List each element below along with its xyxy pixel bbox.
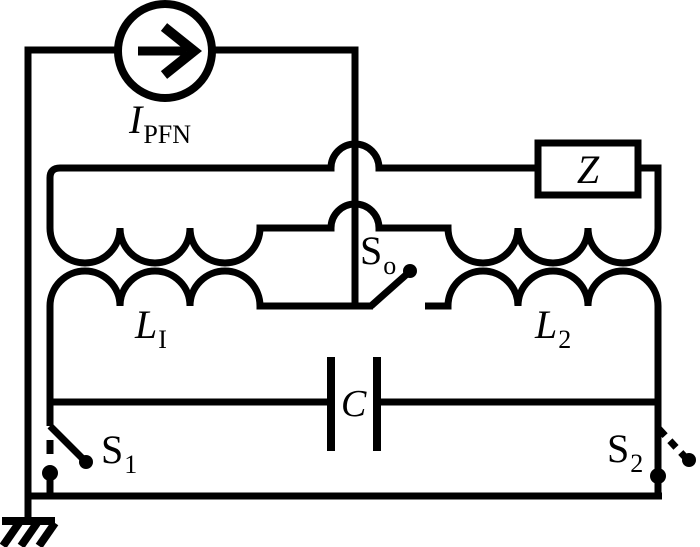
capacitor bbox=[50, 357, 658, 451]
switch-s2-label: S2 bbox=[607, 426, 643, 477]
switch-s2-label-symbol: S bbox=[607, 426, 630, 471]
switch-s1 bbox=[42, 402, 93, 496]
inductor-l2-label-subscript: 2 bbox=[558, 325, 572, 354]
impedance-box bbox=[534, 139, 642, 199]
switch-so-label-subscript: o bbox=[383, 251, 397, 280]
switch-s2-label-subscript: 2 bbox=[630, 449, 644, 478]
wire-to-impedance bbox=[46, 140, 538, 228]
source-label-subscript: PFN bbox=[143, 120, 192, 149]
switch-s1-label-subscript: 1 bbox=[124, 450, 138, 479]
ground-hatch-2 bbox=[17, 520, 41, 547]
source-label: IPFN bbox=[129, 97, 191, 148]
switch-s2 bbox=[650, 426, 696, 484]
switch-so-blade bbox=[368, 271, 410, 309]
inductor-l2-primary-winding bbox=[425, 267, 662, 496]
switch-so-contact-dot bbox=[403, 264, 417, 278]
capacitor-label-symbol: C bbox=[341, 383, 367, 425]
switch-s2-terminal-dot bbox=[650, 468, 666, 484]
inductor-l1-label-symbol: L bbox=[135, 302, 158, 347]
capacitor-label: C bbox=[341, 385, 366, 423]
current-arrow-head-icon bbox=[160, 23, 203, 79]
switch-so bbox=[368, 264, 417, 309]
switch-so-label: So bbox=[360, 228, 396, 279]
switch-s2-blade-dot bbox=[682, 453, 696, 467]
switch-s1-blade-dot bbox=[79, 455, 93, 469]
inductor-l1-primary-winding bbox=[46, 267, 373, 402]
earth-ground-icon bbox=[0, 517, 59, 547]
switch-s2-dashed-blade bbox=[656, 426, 688, 460]
source-label-symbol: I bbox=[129, 97, 143, 142]
inductor-l1-label-subscript: I bbox=[158, 325, 167, 354]
switch-s1-blade bbox=[47, 423, 87, 463]
secondary-windings bbox=[46, 164, 662, 267]
wire-source-feed bbox=[212, 46, 359, 306]
inductor-l1-label: LI bbox=[135, 302, 167, 353]
ground-hatch-3 bbox=[0, 520, 23, 547]
switch-s1-label-symbol: S bbox=[101, 427, 124, 472]
impedance-label: Z bbox=[538, 143, 638, 195]
switch-so-label-symbol: S bbox=[360, 228, 383, 273]
switch-s1-label: S1 bbox=[101, 427, 137, 478]
inductor-l2-label-symbol: L bbox=[535, 302, 558, 347]
current-source-icon bbox=[114, 0, 216, 102]
inductor-l2-label: L2 bbox=[535, 302, 571, 353]
wire-left-rail bbox=[24, 46, 118, 521]
impedance-label-symbol: Z bbox=[576, 146, 600, 192]
ground-hatch-1 bbox=[35, 520, 59, 547]
